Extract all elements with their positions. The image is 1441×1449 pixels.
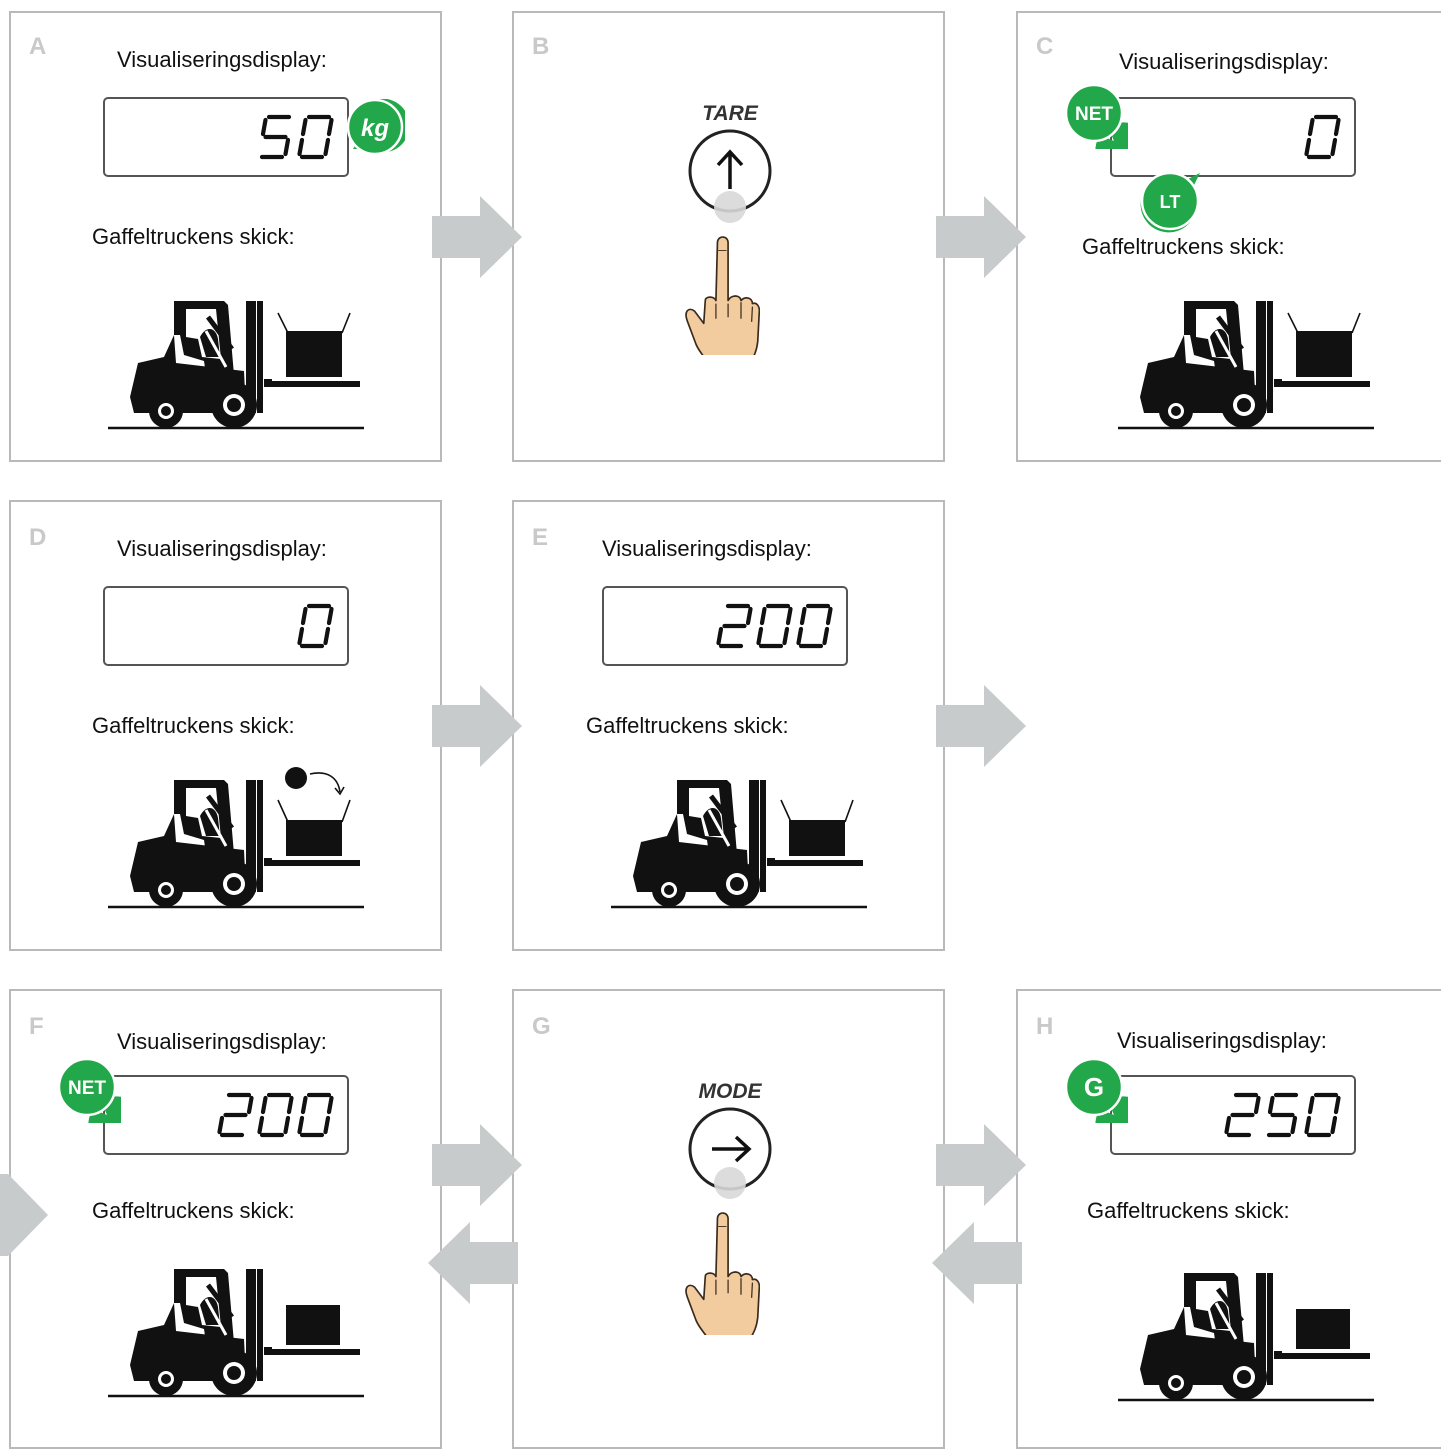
display-digits [716, 603, 833, 649]
display-digits [1304, 114, 1341, 160]
weight-display [602, 586, 848, 666]
display-digit [716, 603, 753, 649]
display-digit [1304, 114, 1341, 160]
display-digit [756, 603, 793, 649]
weight-display [103, 586, 349, 666]
display-heading: Visualiseringsdisplay: [117, 1029, 327, 1054]
weight-display [1110, 97, 1356, 177]
mode-button[interactable]: MODE [680, 1075, 780, 1335]
badge-text: LT [1160, 192, 1181, 212]
arrow-right-icon [0, 1174, 48, 1256]
display-digits [297, 603, 334, 649]
forklift-with-box [106, 1255, 366, 1400]
panel-a: A Visualiseringsdisplay: kg Gaffeltrucke… [9, 11, 442, 462]
pointing-hand-icon [686, 237, 759, 355]
forklift-with-box [1116, 1259, 1376, 1404]
truck-heading: Gaffeltruckens skick: [92, 224, 295, 249]
lt-badge: LT [1140, 171, 1200, 233]
display-digits [1224, 1092, 1341, 1138]
load-ball-icon [285, 767, 307, 789]
button-label: TARE [702, 102, 759, 125]
display-heading: Visualiseringsdisplay: [117, 536, 327, 561]
panel-label: F [29, 1013, 44, 1040]
display-digit [1224, 1092, 1261, 1138]
panel-c: C Visualiseringsdisplay: NET LT Gaffeltr… [1016, 11, 1441, 462]
display-digit [257, 1092, 294, 1138]
panel-b: B TARE [512, 11, 945, 462]
display-digit [259, 114, 292, 160]
arrow-right-icon [712, 1135, 752, 1163]
panel-label: G [532, 1013, 551, 1040]
arrow-left-icon [932, 1222, 1022, 1304]
arrow-left-icon [428, 1222, 518, 1304]
pointing-hand-icon [686, 1213, 759, 1335]
display-digit [1304, 1092, 1341, 1138]
kg-badge: kg [346, 99, 405, 156]
badge-text: NET [1075, 104, 1113, 125]
panel-f: F Visualiseringsdisplay: NET Gaffeltruck… [9, 989, 442, 1449]
panel-label: C [1036, 33, 1054, 60]
tare-button[interactable]: TARE [680, 95, 780, 355]
panel-label: H [1036, 1013, 1054, 1040]
forklift-loading-box [106, 767, 366, 911]
display-digit [297, 1092, 334, 1138]
display-digit [1266, 1092, 1299, 1138]
display-digits [217, 1092, 334, 1138]
forklift-with-box [1116, 287, 1376, 432]
panel-d: D Visualiseringsdisplay: Gaffeltruckens … [9, 500, 442, 951]
arrow-right-icon [432, 1124, 522, 1206]
badge-text: kg [361, 115, 389, 142]
panel-label: D [29, 524, 47, 551]
weight-display [103, 97, 349, 177]
display-heading: Visualiseringsdisplay: [602, 536, 812, 561]
truck-heading: Gaffeltruckens skick: [92, 1198, 295, 1223]
arrow-right-icon [936, 1124, 1026, 1206]
net-badge: NET [1064, 83, 1128, 149]
display-heading: Visualiseringsdisplay: [117, 47, 327, 72]
net-badge: NET [57, 1057, 121, 1123]
truck-heading: Gaffeltruckens skick: [1082, 234, 1285, 259]
truck-heading: Gaffeltruckens skick: [92, 713, 295, 738]
forklift-with-box [609, 766, 869, 911]
weight-display [103, 1075, 349, 1155]
gross-badge: G [1064, 1057, 1128, 1123]
arrow-right-icon [936, 196, 1026, 278]
badge-text: G [1084, 1072, 1104, 1102]
truck-heading: Gaffeltruckens skick: [586, 713, 789, 738]
button-label: MODE [699, 1080, 763, 1103]
display-digit [297, 603, 334, 649]
badge-text: NET [68, 1078, 106, 1099]
panel-g: G MODE [512, 989, 945, 1449]
display-digit [796, 603, 833, 649]
display-digit [297, 114, 334, 160]
arrow-right-icon [432, 685, 522, 767]
arrow-right-icon [432, 196, 522, 278]
panel-label: B [532, 33, 550, 60]
panel-label: E [532, 524, 549, 551]
weight-display [1110, 1075, 1356, 1155]
display-heading: Visualiseringsdisplay: [1119, 49, 1329, 74]
display-heading: Visualiseringsdisplay: [1117, 1028, 1327, 1053]
display-digit [217, 1092, 254, 1138]
panel-label: A [29, 33, 47, 60]
arrow-up-icon [716, 149, 744, 189]
panel-h: H Visualiseringsdisplay: G Gaffeltrucken… [1016, 989, 1441, 1449]
truck-heading: Gaffeltruckens skick: [1087, 1198, 1290, 1223]
display-digits [259, 114, 334, 160]
panel-e: E Visualiseringsdisplay: Gaffeltruckens … [512, 500, 945, 951]
curved-arrow-icon [309, 772, 341, 793]
arrow-right-icon [936, 685, 1026, 767]
forklift-with-box [106, 287, 366, 432]
